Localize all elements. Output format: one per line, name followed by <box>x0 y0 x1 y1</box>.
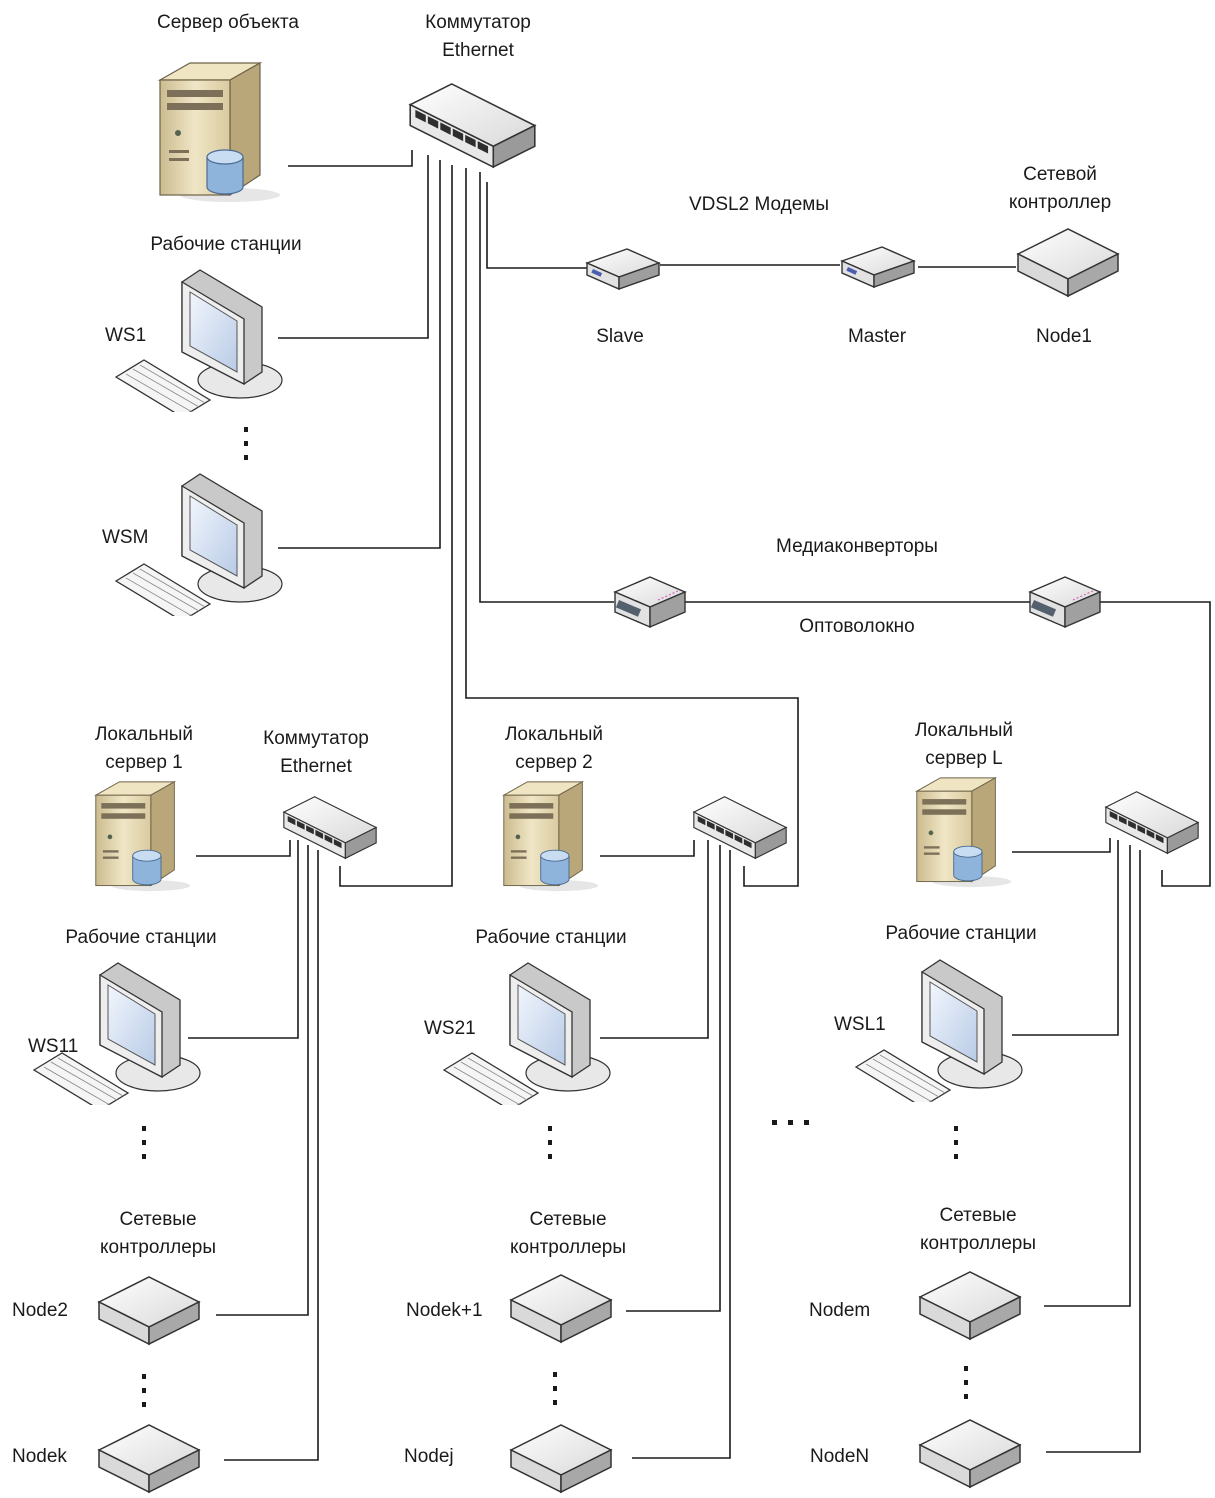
local-server-l-label-line1: Локальный <box>915 720 1013 741</box>
nodej-label: Nodej <box>404 1446 454 1467</box>
controller-nodej-icon <box>511 1425 611 1492</box>
wsl1-label: WSL1 <box>834 1014 886 1035</box>
fiber-label: Оптоволокно <box>799 616 914 637</box>
netctrl-label-line1: Сетевой <box>1023 164 1097 185</box>
mediaconverters-label: Медиаконверторы <box>776 536 938 557</box>
controllers-1-label-line2: контроллеры <box>100 1237 216 1258</box>
noden-label: NodeN <box>810 1446 869 1467</box>
local-server-l-label-line2: сервер L <box>925 748 1003 769</box>
node1-label: Node1 <box>1036 326 1092 347</box>
local-server-2-label-line1: Локальный <box>505 724 603 745</box>
switch-l-icon <box>1106 792 1198 854</box>
ws21-label: WS21 <box>424 1018 476 1039</box>
media-converter-right-icon <box>1030 577 1100 627</box>
local-server-l-icon <box>917 778 1011 887</box>
local-server-2-label-line2: сервер 2 <box>515 752 593 773</box>
controller-nodek1-icon <box>511 1275 611 1342</box>
controllers-2-label-line1: Сетевые <box>529 1209 606 1230</box>
ws1-label: WS1 <box>105 325 146 346</box>
vdsl-modem-slave-icon <box>587 249 659 289</box>
local-server-2-icon <box>504 782 598 891</box>
slave-label: Slave <box>596 326 644 347</box>
vdsl-label: VDSL2 Модемы <box>689 194 829 215</box>
nodek-label: Nodek <box>12 1446 67 1467</box>
local-server-1-icon <box>96 782 190 891</box>
media-converter-left-icon <box>615 577 685 627</box>
network-controller-node1-icon <box>1018 229 1118 296</box>
main-switch-icon <box>410 84 535 167</box>
switch-1-label-line1: Коммутатор <box>263 728 369 749</box>
wsm-label: WSM <box>102 527 148 548</box>
workstations-top-label: Рабочие станции <box>150 234 301 255</box>
controllers-2-label-line2: контроллеры <box>510 1237 626 1258</box>
ws11-label: WS11 <box>28 1036 78 1057</box>
controller-nodek-icon <box>99 1425 199 1492</box>
nodem-label: Nodem <box>809 1300 870 1321</box>
controller-noden-icon <box>920 1420 1020 1487</box>
controllers-1-label-line1: Сетевые <box>119 1209 196 1230</box>
vdsl-modem-master-icon <box>842 247 914 287</box>
netctrl-label-line2: контроллер <box>1009 192 1111 213</box>
node2-label: Node2 <box>12 1300 68 1321</box>
workstations-1-label: Рабочие станции <box>65 927 216 948</box>
main-server-label: Сервер объекта <box>157 12 299 33</box>
workstations-2-label: Рабочие станции <box>475 927 626 948</box>
main-switch-label-line1: Коммутатор <box>425 12 531 33</box>
local-server-1-label-line1: Локальный <box>95 724 193 745</box>
controllers-l-label-line1: Сетевые <box>939 1205 1016 1226</box>
main-switch-label-line2: Ethernet <box>442 40 515 61</box>
controller-nodem-icon <box>920 1272 1020 1339</box>
switch-1-label-line2: Ethernet <box>280 756 353 777</box>
controllers-l-label-line2: контроллеры <box>920 1233 1036 1254</box>
local-server-1-label-line2: сервер 1 <box>105 752 183 773</box>
master-label: Master <box>848 326 907 347</box>
nodek1-label: Nodek+1 <box>406 1300 483 1321</box>
workstations-l-label: Рабочие станции <box>885 923 1036 944</box>
main-server-icon <box>160 63 280 202</box>
controller-node2-icon <box>99 1277 199 1344</box>
